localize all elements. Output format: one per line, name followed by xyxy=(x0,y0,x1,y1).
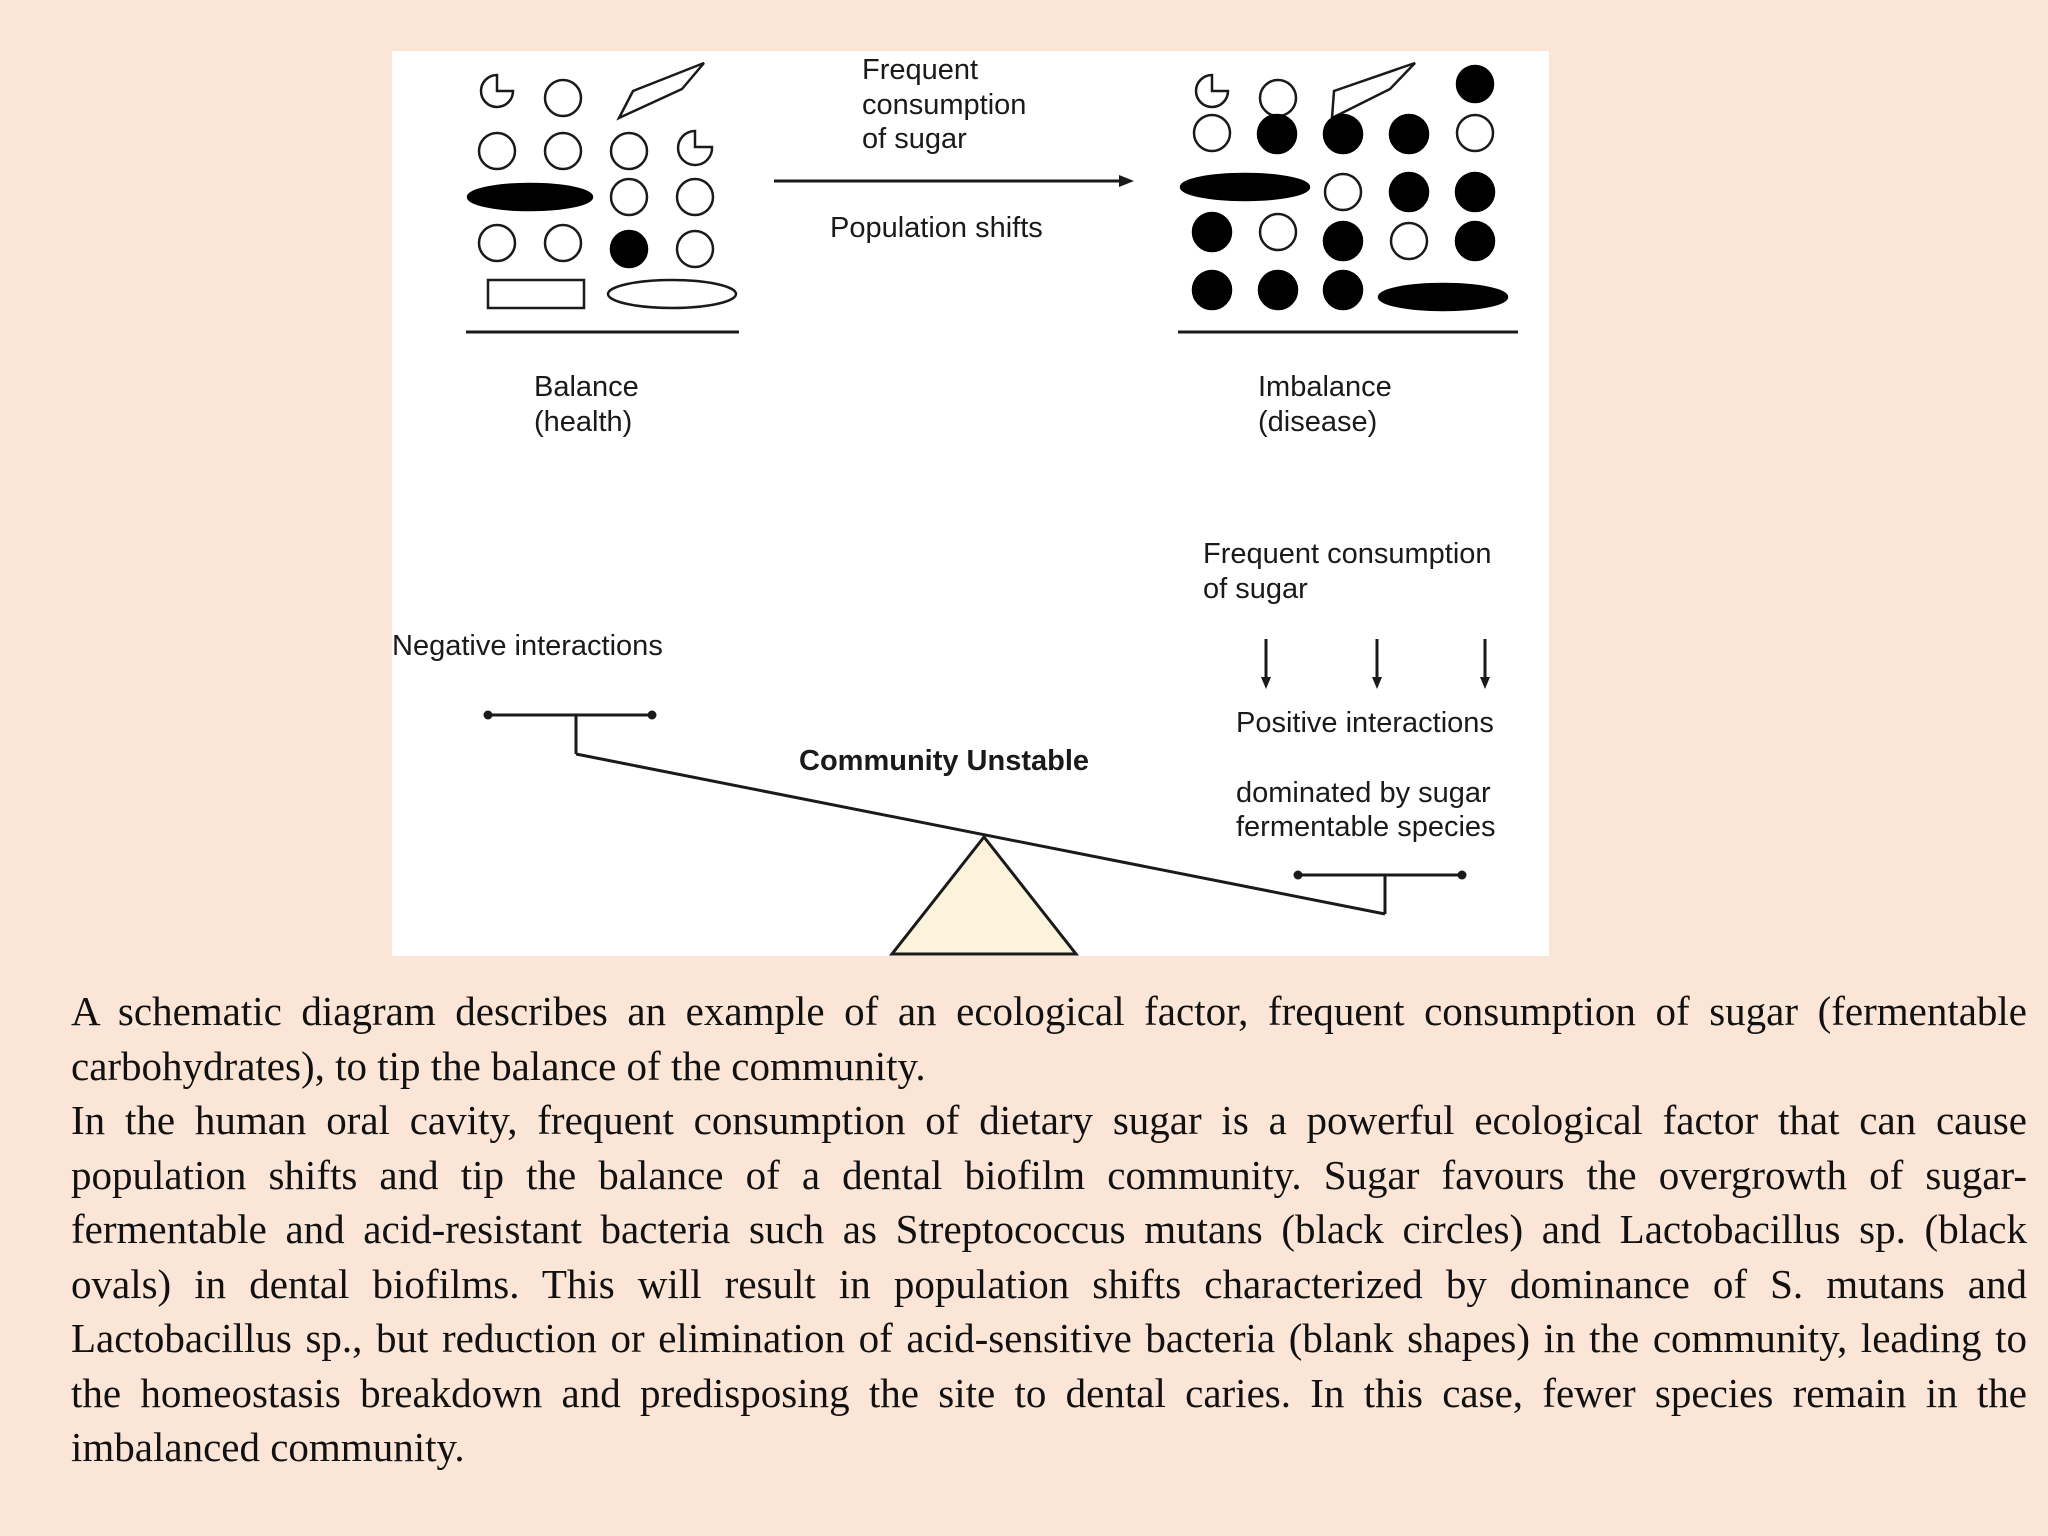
open-pacman-shape xyxy=(1194,73,1230,109)
balance-label-line-1: Balance xyxy=(534,371,639,403)
negative-interactions-label: Negative interactions xyxy=(392,630,663,662)
diagram-panel: Balance (health) Frequent consumption of… xyxy=(392,51,1549,956)
dominated-label-line-2: fermentable species xyxy=(1236,811,1496,843)
open-circle xyxy=(1455,113,1495,153)
filled-oval xyxy=(1179,172,1311,202)
filled-oval xyxy=(1377,282,1509,312)
filled-circle xyxy=(1455,64,1495,104)
pan-end-dot xyxy=(1293,870,1303,880)
open-circle xyxy=(675,177,715,217)
positive-pan xyxy=(1293,870,1467,914)
open-parallelogram-shape xyxy=(616,61,705,121)
seesaw-beam xyxy=(575,752,1386,916)
filled-circle xyxy=(1322,113,1364,155)
top-arrow-label-line-2: consumption xyxy=(862,89,1026,121)
filled-circle xyxy=(1257,269,1299,311)
down-arrow-head xyxy=(1480,677,1490,689)
filled-circle xyxy=(609,229,649,269)
ecological-diagram: Balance (health) Frequent consumption of… xyxy=(392,54,1518,956)
fulcrum-triangle xyxy=(888,834,1080,956)
imbalance-community xyxy=(1178,61,1518,334)
down-arrow-head xyxy=(1261,677,1271,689)
imbalance-label-line-1: Imbalance xyxy=(1258,371,1392,403)
down-arrow-head xyxy=(1372,677,1382,689)
open-pacman-shape xyxy=(676,129,714,167)
open-circle xyxy=(1258,78,1298,118)
balance-label-line-2: (health) xyxy=(534,406,632,438)
filled-circle xyxy=(1388,171,1430,213)
pan-end-dot xyxy=(1457,870,1467,880)
open-circle xyxy=(609,131,649,171)
caption-paragraph-2: In the human oral cavity, frequent consu… xyxy=(71,1097,2027,1470)
filled-circle xyxy=(1322,220,1364,262)
open-parallelogram-shape xyxy=(1330,61,1416,121)
open-circle xyxy=(477,223,517,263)
figure-caption: A schematic diagram describes an example… xyxy=(71,984,2027,1475)
positive-interactions-label: Positive interactions xyxy=(1236,707,1494,739)
top-arrow-label-line-3: of sugar xyxy=(862,123,967,155)
open-circle xyxy=(543,78,583,118)
open-circle xyxy=(477,131,517,171)
dominated-label-line-1: dominated by sugar xyxy=(1236,777,1491,809)
sugar-down-arrows xyxy=(1261,639,1490,689)
community-unstable-label: Community Unstable xyxy=(799,745,1089,777)
filled-circle xyxy=(1454,171,1496,213)
open-circle xyxy=(1323,172,1363,212)
open-circle xyxy=(1192,113,1232,153)
filled-oval xyxy=(466,182,594,212)
open-oval xyxy=(606,278,738,310)
open-circle xyxy=(675,229,715,269)
caption-paragraph-1: A schematic diagram describes an example… xyxy=(71,988,2027,1089)
open-circle xyxy=(1258,212,1298,252)
filled-circle xyxy=(1191,269,1233,311)
open-circle xyxy=(609,177,649,217)
filled-circle xyxy=(1322,269,1364,311)
shift-arrow-head xyxy=(1119,175,1134,187)
seesaw-sugar-label-line-1: Frequent consumption xyxy=(1203,538,1492,570)
pan-end-dot xyxy=(647,710,657,720)
imbalance-label-line-2: (disease) xyxy=(1258,406,1377,438)
negative-pan xyxy=(483,710,657,754)
balance-community xyxy=(466,61,739,334)
seesaw-sugar-label-line-2: of sugar xyxy=(1203,573,1308,605)
open-circle xyxy=(1389,221,1429,261)
pan-end-dot xyxy=(483,710,493,720)
filled-circle xyxy=(1454,220,1496,262)
filled-circle xyxy=(1256,113,1298,155)
open-pacman-shape xyxy=(479,73,515,109)
top-arrow-label-line-1: Frequent xyxy=(862,54,978,86)
open-rectangle xyxy=(486,278,586,310)
open-circle xyxy=(543,223,583,263)
top-shift-label: Population shifts xyxy=(830,212,1043,244)
open-circle xyxy=(543,131,583,171)
filled-circle xyxy=(1388,113,1430,155)
filled-circle xyxy=(1191,211,1233,253)
